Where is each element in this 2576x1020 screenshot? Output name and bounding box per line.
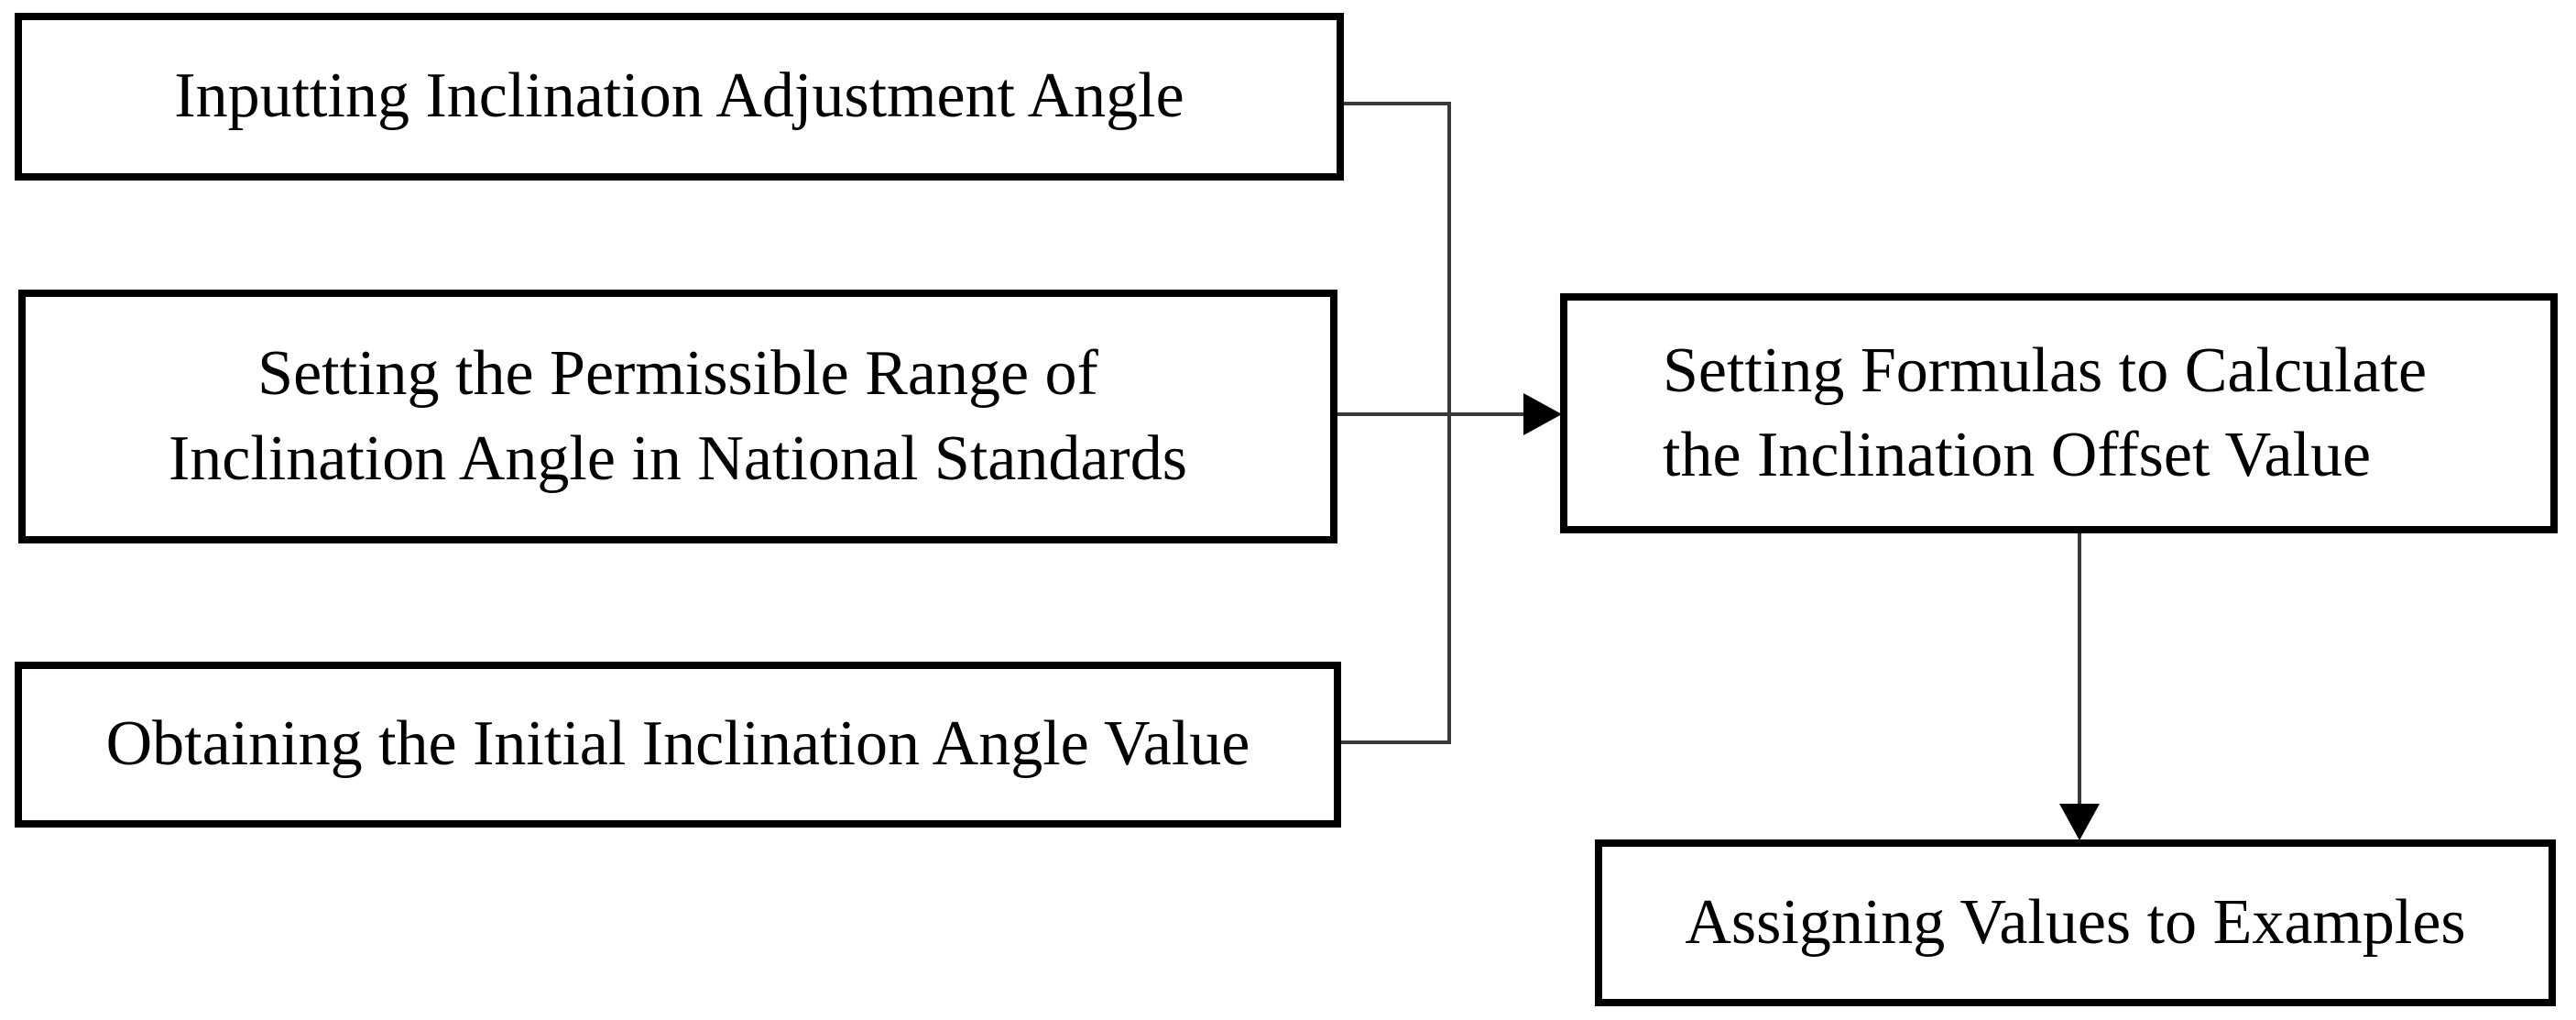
flow-box-label-line-1: Setting Formulas to Calculate bbox=[1663, 335, 2428, 406]
arrowhead-down-icon bbox=[2059, 804, 2100, 840]
connector-trunk-to-formulas bbox=[1337, 412, 1525, 416]
connector-trunk-vertical bbox=[1447, 102, 1451, 744]
connector-input-angle-to-trunk bbox=[1344, 102, 1449, 105]
flow-box-assigning-values: Assigning Values to Examples bbox=[1595, 839, 2556, 1006]
connector-formulas-to-assign-values bbox=[2078, 533, 2081, 806]
flow-box-label: Obtaining the Initial Inclination Angle … bbox=[105, 708, 1250, 780]
flow-box-inputting-inclination-adjustment-angle: Inputting Inclination Adjustment Angle bbox=[15, 13, 1344, 181]
flow-box-label: Assigning Values to Examples bbox=[1685, 886, 2466, 958]
flow-box-label: Inputting Inclination Adjustment Angle bbox=[174, 60, 1184, 132]
flow-box-label-line-1: Setting the Permissible Range of bbox=[257, 338, 1098, 410]
connector-initial-angle-to-trunk bbox=[1341, 740, 1449, 744]
flow-box-setting-formulas: Setting Formulas to Calculate the Inclin… bbox=[1560, 293, 2558, 533]
flow-box-label-line-2: Inclination Angle in National Standards bbox=[168, 422, 1187, 494]
arrowhead-right-icon bbox=[1523, 393, 1562, 435]
flow-box-label-line-2: the Inclination Offset Value bbox=[1663, 420, 2372, 490]
flow-box-obtaining-initial-inclination-angle: Obtaining the Initial Inclination Angle … bbox=[15, 662, 1341, 828]
flow-box-setting-permissible-range: Setting the Permissible Range of Inclina… bbox=[18, 290, 1337, 543]
